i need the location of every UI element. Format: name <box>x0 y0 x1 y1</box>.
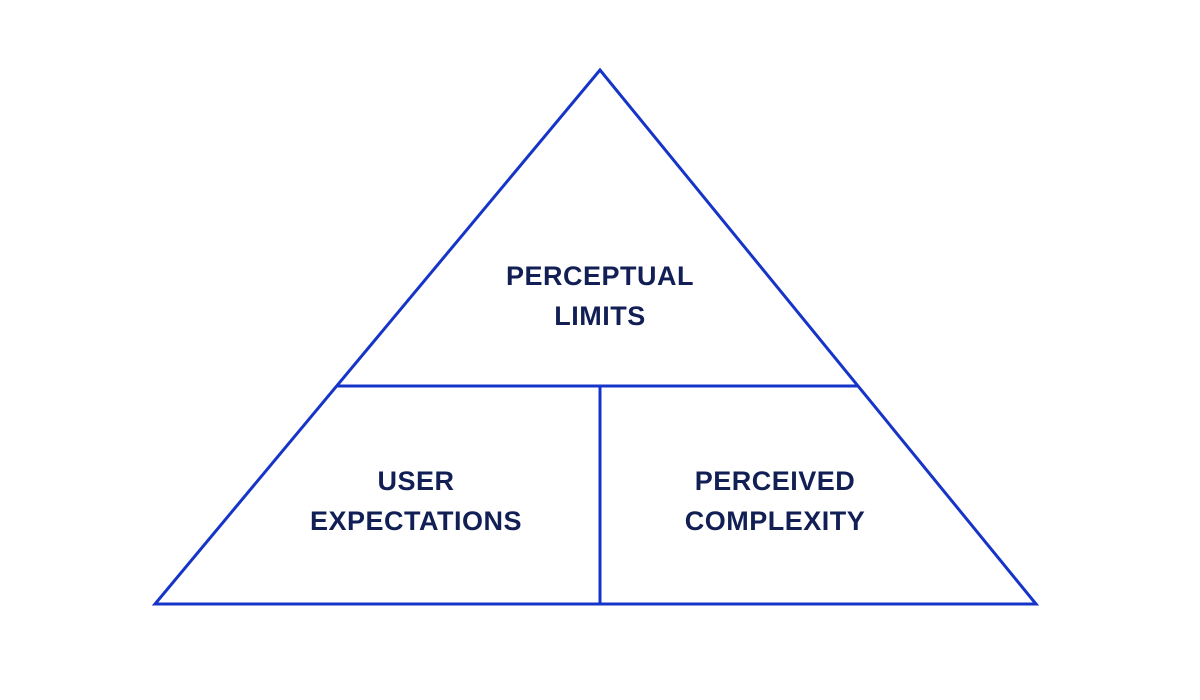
pyramid-outline <box>151 67 1040 606</box>
